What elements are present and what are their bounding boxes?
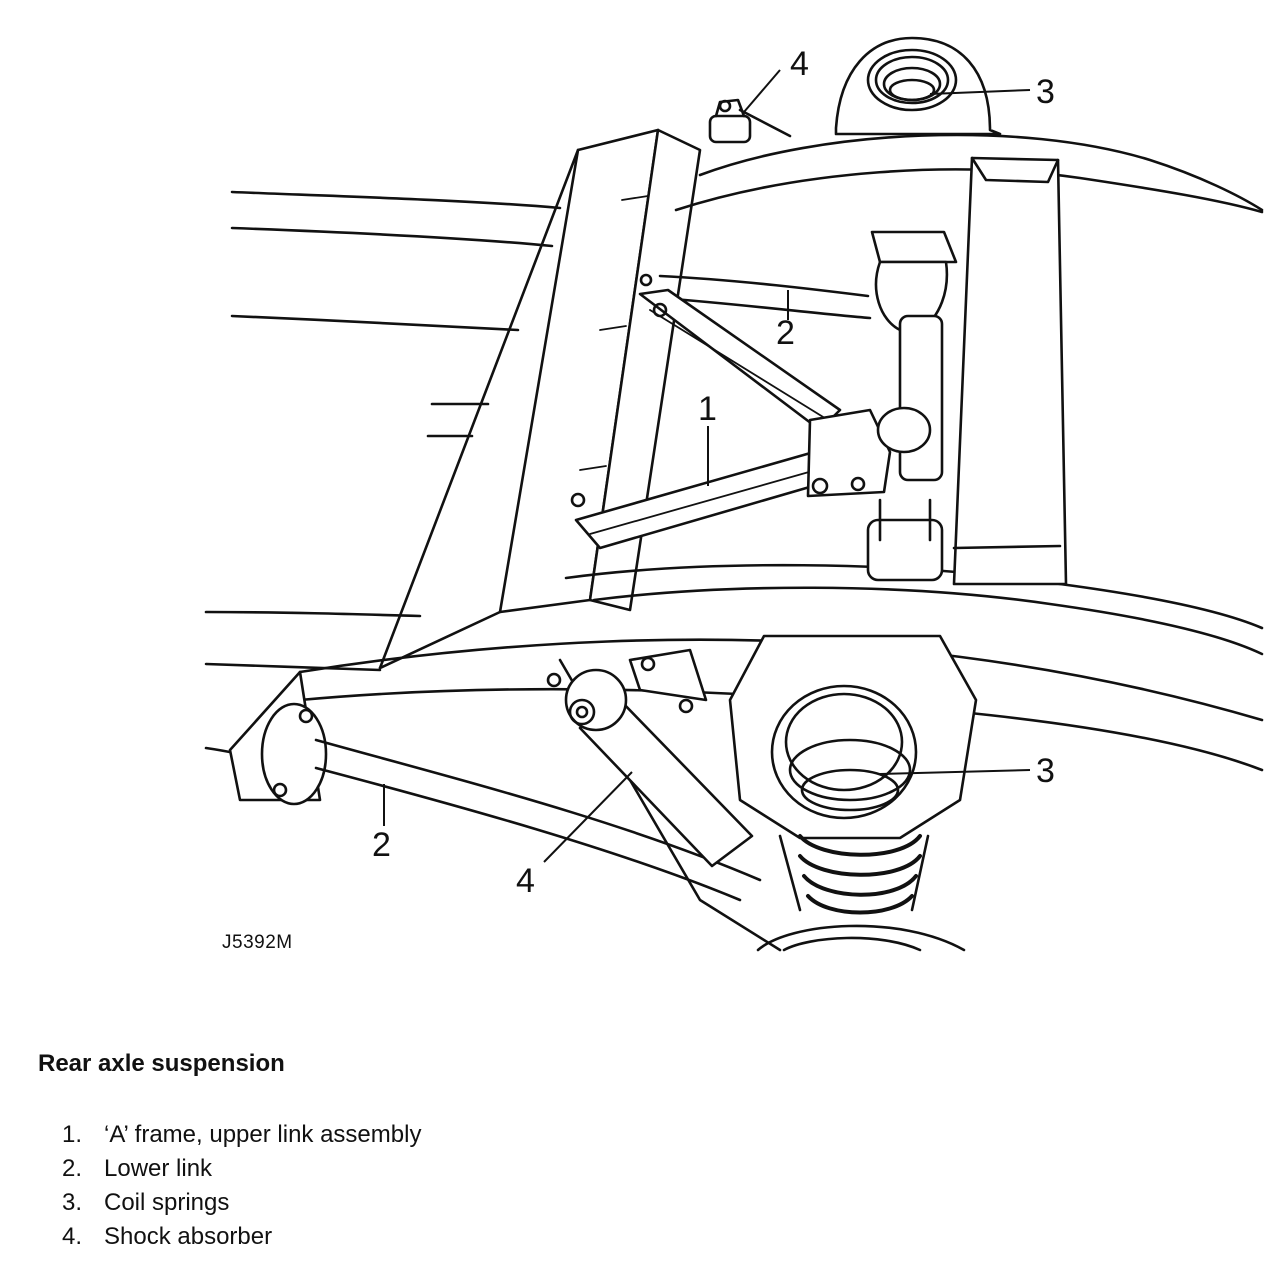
callout-leaders [383, 69, 1031, 863]
body-floor-lines [204, 190, 562, 756]
legend-label: Coil springs [104, 1189, 230, 1216]
legend-item: 2. Lower link [62, 1152, 421, 1186]
callout-shock-top: 4 [790, 45, 809, 83]
callout-lower-link-upper: 2 [776, 314, 795, 352]
callout-coil-spring-top: 3 [1036, 73, 1055, 111]
callout-coil-spring-bottom: 3 [1036, 752, 1055, 790]
callout-a-frame: 1 [698, 390, 717, 428]
shock-absorber [546, 648, 754, 868]
rear-axle-suspension-drawing: 4 3 2 1 3 2 4 J5392M [204, 36, 1264, 953]
legend-number: 1. [62, 1121, 83, 1148]
legend-number: 4. [62, 1223, 83, 1250]
legend-label: ‘A’ frame, upper link assembly [104, 1121, 422, 1148]
legend-item: 4. Shock absorber [62, 1220, 421, 1254]
legend-number: 3. [62, 1189, 83, 1216]
upper-shock-mount [708, 98, 792, 144]
figure-code: J5392M [222, 932, 293, 953]
legend-list: 1. ‘A’ frame, upper link assembly 2. Lower… [62, 1118, 421, 1254]
lower-link-far [658, 274, 872, 320]
upper-spring-turret [834, 36, 1002, 136]
axle-housing [866, 230, 958, 582]
axle-hub [756, 924, 966, 952]
legend-item: 1. ‘A’ frame, upper link assembly [62, 1118, 421, 1152]
legend-label: Shock absorber [104, 1223, 273, 1250]
legend-number: 2. [62, 1155, 83, 1182]
legend-label: Lower link [104, 1155, 213, 1182]
callout-shock-bottom: 4 [516, 862, 535, 900]
right-longitudinal-member [952, 156, 1068, 586]
a-frame-upper-link [570, 273, 932, 550]
lower-link-near [228, 658, 782, 952]
callout-lower-link-lower: 2 [372, 826, 391, 864]
legend-item: 3. Coil springs [62, 1186, 421, 1220]
caption-title: Rear axle suspension [38, 1050, 285, 1077]
lower-spring-turret [728, 634, 978, 915]
rear-cross-member [378, 128, 702, 670]
